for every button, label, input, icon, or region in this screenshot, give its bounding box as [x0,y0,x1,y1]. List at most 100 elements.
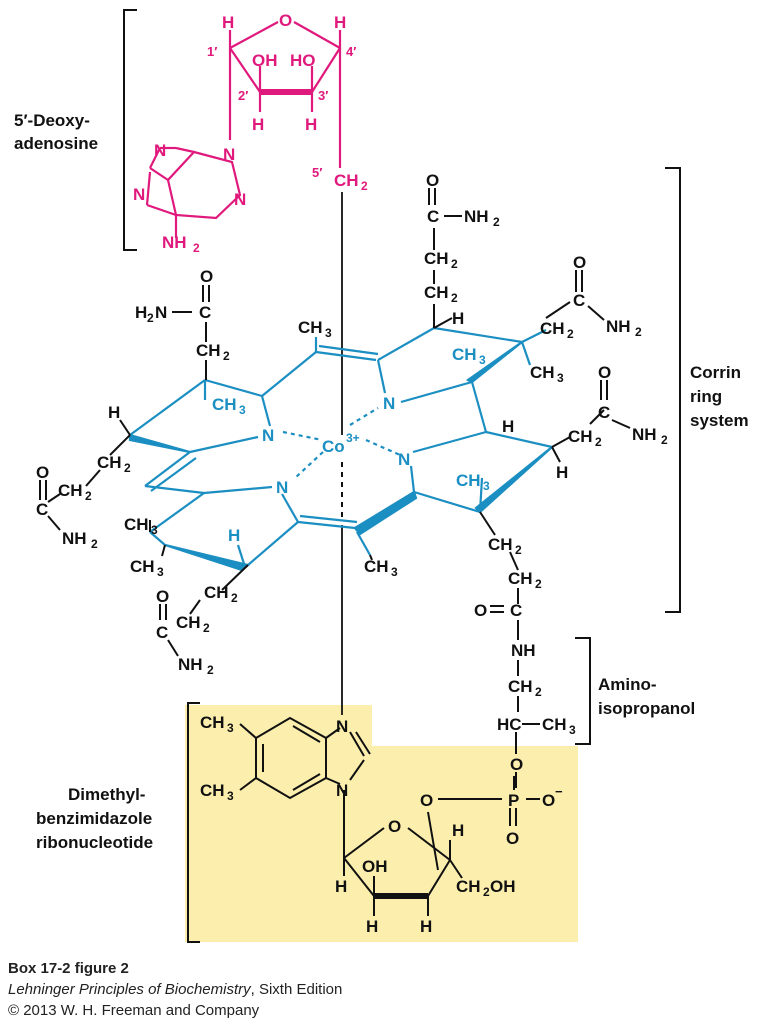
bl-CH3-a-sub: 3 [151,523,158,537]
dmb-CH3-b-sub: 3 [227,789,234,803]
corrin-ring [128,326,553,572]
ru-CH2-sub: 2 [567,327,574,341]
br-CH2-a-sub: 2 [515,543,522,557]
bl-NH2-sub: 2 [207,663,214,677]
br-amide-C: C [510,601,522,620]
top-H: H [452,309,464,328]
ribose-H-2: H [252,115,264,134]
copyright-line: © 2013 W. H. Freeman and Company [8,1002,260,1019]
label-amino-1: Amino- [598,675,657,694]
top-CH2-b-sub: 2 [451,291,458,305]
ru-CH2: CH [540,319,565,338]
phosphate-minus: − [555,784,563,799]
corrin-N-right: N [398,450,410,469]
ribose-HO-3: HO [290,51,316,70]
bl-CH2-b: CH [176,613,201,632]
deoxy-CH2-sub: 2 [361,179,368,193]
dmb-CH3-a: CH [200,713,225,732]
dmb-CH3-a-sub: 3 [227,721,234,735]
adenine-N3: N [133,185,145,204]
tl-CH2: CH [196,341,221,360]
ru-NH2: NH [606,317,631,336]
ribose-H-4: H [334,13,346,32]
label-dmb-1: Dimethyl- [68,785,145,804]
label-corrin-1: Corrin [690,363,741,382]
corrin-CH3-c: CH [456,471,481,490]
amino-CH3: CH [542,715,567,734]
deoxy-CH2: CH [334,171,359,190]
left-CH2-a: CH [97,453,122,472]
ribose-H-3: H [305,115,317,134]
dmb-CH2OH-sub: 2 [483,885,490,899]
amino-O: O [510,755,523,774]
prime-5: 5′ [312,165,322,180]
rl-CH2-sub: 2 [595,435,602,449]
cobalt-charge: 3+ [346,431,360,445]
rl-NH2-sub: 2 [661,433,668,447]
adenine-N1: N [154,141,166,160]
corrin-N-left: N [262,426,274,445]
ru-CH3-sub: 3 [557,371,564,385]
book-edition: , Sixth Edition [250,981,343,998]
top-CH2-b: CH [424,283,449,302]
phosphate-P: P [508,791,519,810]
top-amide-O: O [426,171,439,190]
side-chains [39,188,631,916]
figure-label: Box 17-2 figure 2 [8,960,129,977]
adenine-NH2: NH [162,233,187,252]
top-CH3-sub: 3 [325,326,332,340]
dmb-ribose-H-3: H [366,917,378,936]
br-CH2-a: CH [488,535,513,554]
prime-3: 3′ [318,88,328,103]
br-amide-O: O [474,601,487,620]
left-H: H [108,403,120,422]
corrin-N-top: N [383,394,395,413]
dmb-highlight [185,705,578,942]
phosphate-O-left: O [420,791,433,810]
corrin-CH3-a: CH [212,395,237,414]
adenine-NH2-sub: 2 [193,241,200,255]
bracket-aminoisopropanol [575,637,591,745]
ru-NH2-sub: 2 [635,325,642,339]
phosphate-O-bottom: O [506,829,519,848]
dmb-ribose-O: O [388,817,401,836]
bracket-dmb [187,702,200,943]
tl-amide-C: C [199,303,211,322]
rl-H: H [556,463,568,482]
ru-amide-O: O [573,253,586,272]
tl-amide-N: N [155,303,167,322]
bl-CH3-b-sub: 3 [157,565,164,579]
label-dmb-3: ribonucleotide [36,833,153,852]
phosphate-O-minus: O [542,791,555,810]
cobalt-ion: Co [322,437,345,456]
amino-HC: HC [497,715,522,734]
left-NH2-sub: 2 [91,537,98,551]
figure-credits: Box 17-2 figure 2 Lehninger Principles o… [8,958,342,1021]
left-amide-O: O [36,463,49,482]
label-deoxyadenosine-2: adenosine [14,134,98,153]
left-amide-C: C [36,500,48,519]
amino-CH3-sub: 3 [569,723,576,737]
ring-H-right: H [502,417,514,436]
prime-2: 2′ [238,88,248,103]
left-CH2-b: CH [58,481,83,500]
prime-4: 4′ [346,44,356,59]
rl-amide-O: O [598,363,611,382]
bl-NH2: NH [178,655,203,674]
top-CH3: CH [298,318,323,337]
left-CH2-b-sub: 2 [85,489,92,503]
label-deoxyadenosine-1: 5′-Deoxy- [14,111,90,130]
rl-CH2: CH [568,427,593,446]
dmb-N-top: N [336,717,348,736]
ru-CH3: CH [530,363,555,382]
corrin-CH3-a-sub: 3 [239,403,246,417]
rl-NH2: NH [632,425,657,444]
dmb-ribose-H-4: H [420,917,432,936]
left-NH2: NH [62,529,87,548]
label-corrin-3: system [690,411,749,430]
amino-CH2: CH [508,677,533,696]
bl-CH2-a-sub: 2 [231,591,238,605]
dmb-ribose-OH: OH [362,857,388,876]
